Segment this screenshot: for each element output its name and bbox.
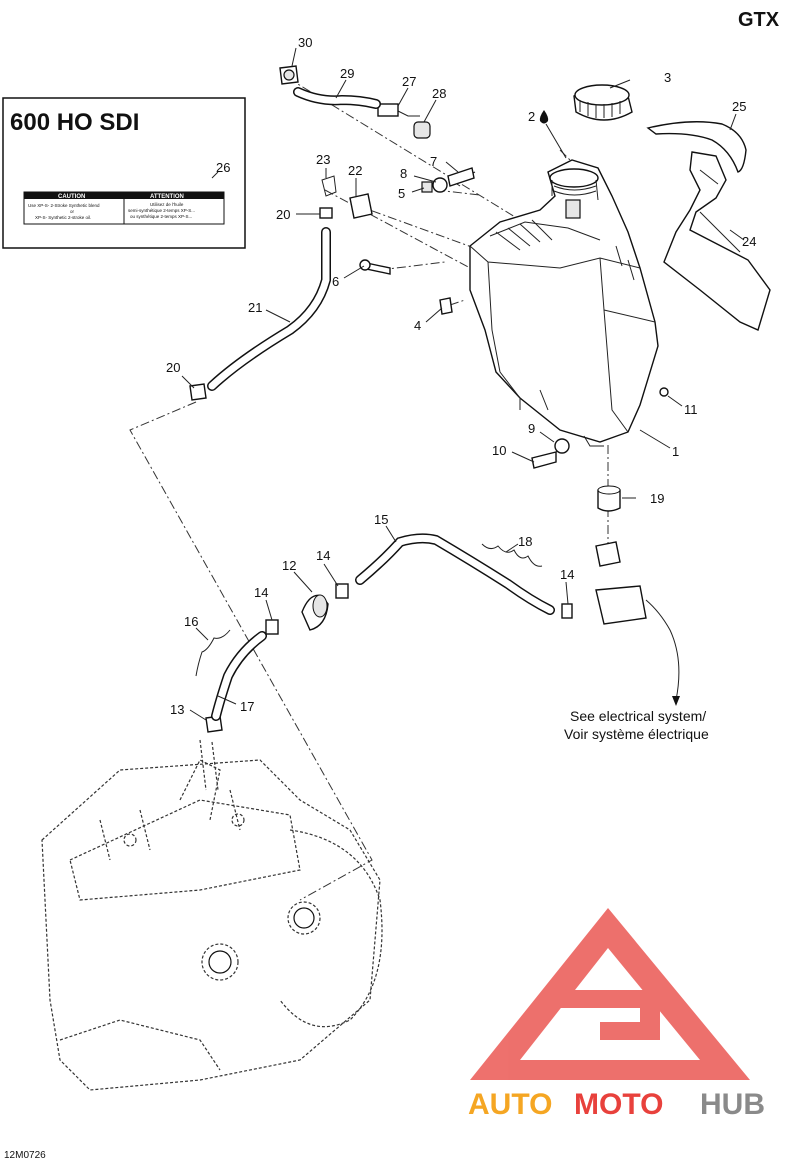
callout-22: 22 bbox=[348, 163, 362, 178]
callout-numbers: 30 29 27 28 3 2 25 26 7 8 5 23 22 20 6 2… bbox=[166, 35, 756, 717]
engine-block bbox=[41, 739, 383, 1091]
logo-word-hub: HUB bbox=[700, 1088, 765, 1121]
caution-line-1: Use XP-S- 2-Stroke Synthetic blend bbox=[28, 203, 100, 208]
warning-label-box: 600 HO SDI CAUTION ATTENTION Use XP-S- 2… bbox=[2, 97, 246, 249]
callout-4: 4 bbox=[414, 318, 421, 333]
attention-heading: ATTENTION bbox=[150, 194, 184, 200]
callout-23: 23 bbox=[316, 152, 330, 167]
caution-line-2: or bbox=[70, 209, 75, 214]
callout-14-upper: 14 bbox=[316, 548, 330, 563]
model-label: GTX bbox=[738, 9, 780, 31]
tank-cap bbox=[573, 84, 633, 121]
hoses bbox=[195, 87, 555, 721]
callout-20-bottom: 20 bbox=[166, 360, 180, 375]
callout-9: 9 bbox=[528, 421, 535, 436]
callout-3: 3 bbox=[664, 70, 671, 85]
callout-15: 15 bbox=[374, 512, 388, 527]
attention-line-3: ou synthétique 2-temps XP-S... bbox=[130, 214, 192, 219]
callout-11: 11 bbox=[684, 402, 698, 417]
callout-28: 28 bbox=[432, 86, 446, 101]
callout-2: 2 bbox=[528, 109, 535, 124]
callout-10: 10 bbox=[492, 443, 506, 458]
leader-lines bbox=[181, 47, 745, 721]
callout-20-top: 20 bbox=[276, 207, 290, 222]
callout-19: 19 bbox=[650, 491, 664, 506]
figure-code: 12M0726 bbox=[4, 1150, 46, 1161]
callout-13: 13 bbox=[170, 702, 184, 717]
caution-heading: CAUTION bbox=[58, 194, 85, 200]
callout-21: 21 bbox=[248, 300, 262, 315]
callout-16: 16 bbox=[184, 614, 198, 629]
logo-word-auto: AUTO bbox=[468, 1088, 552, 1121]
callout-30: 30 bbox=[298, 35, 312, 50]
hardware-parts bbox=[189, 65, 680, 733]
electrical-note-line-2: Voir système électrique bbox=[564, 726, 709, 742]
callout-25: 25 bbox=[732, 99, 746, 114]
callout-12: 12 bbox=[282, 558, 296, 573]
oil-drop-icon bbox=[539, 110, 549, 124]
callout-6: 6 bbox=[332, 274, 339, 289]
callout-24: 24 bbox=[742, 234, 756, 249]
oil-tank bbox=[469, 159, 659, 447]
callout-26: 26 bbox=[216, 160, 230, 175]
attention-line-1: Utilisez de l'huile bbox=[150, 202, 184, 207]
callout-14-left: 14 bbox=[254, 585, 268, 600]
heat-shield bbox=[663, 151, 771, 331]
callout-5: 5 bbox=[398, 186, 405, 201]
callout-14-right: 14 bbox=[560, 567, 574, 582]
caution-line-3: XP-S- Synthetic 2-stroke oil. bbox=[35, 215, 91, 220]
callout-18: 18 bbox=[518, 534, 532, 549]
engine-model-title: 600 HO SDI bbox=[10, 109, 139, 136]
callout-29: 29 bbox=[340, 66, 354, 81]
callout-27: 27 bbox=[402, 74, 416, 89]
attention-line-2: semi-synthétique 2-temps XP-S... bbox=[128, 208, 195, 213]
logo-word-moto: MOTO bbox=[574, 1088, 663, 1121]
deflector bbox=[646, 121, 747, 173]
automotohub-wordmark: AUTO MOTO HUB bbox=[468, 1088, 765, 1121]
callout-17: 17 bbox=[240, 699, 254, 714]
callout-1: 1 bbox=[672, 444, 679, 459]
callout-7: 7 bbox=[430, 154, 437, 169]
automotohub-logo bbox=[470, 908, 750, 1080]
callout-8: 8 bbox=[400, 166, 407, 181]
electrical-note-line-1: See electrical system/ bbox=[570, 708, 706, 724]
